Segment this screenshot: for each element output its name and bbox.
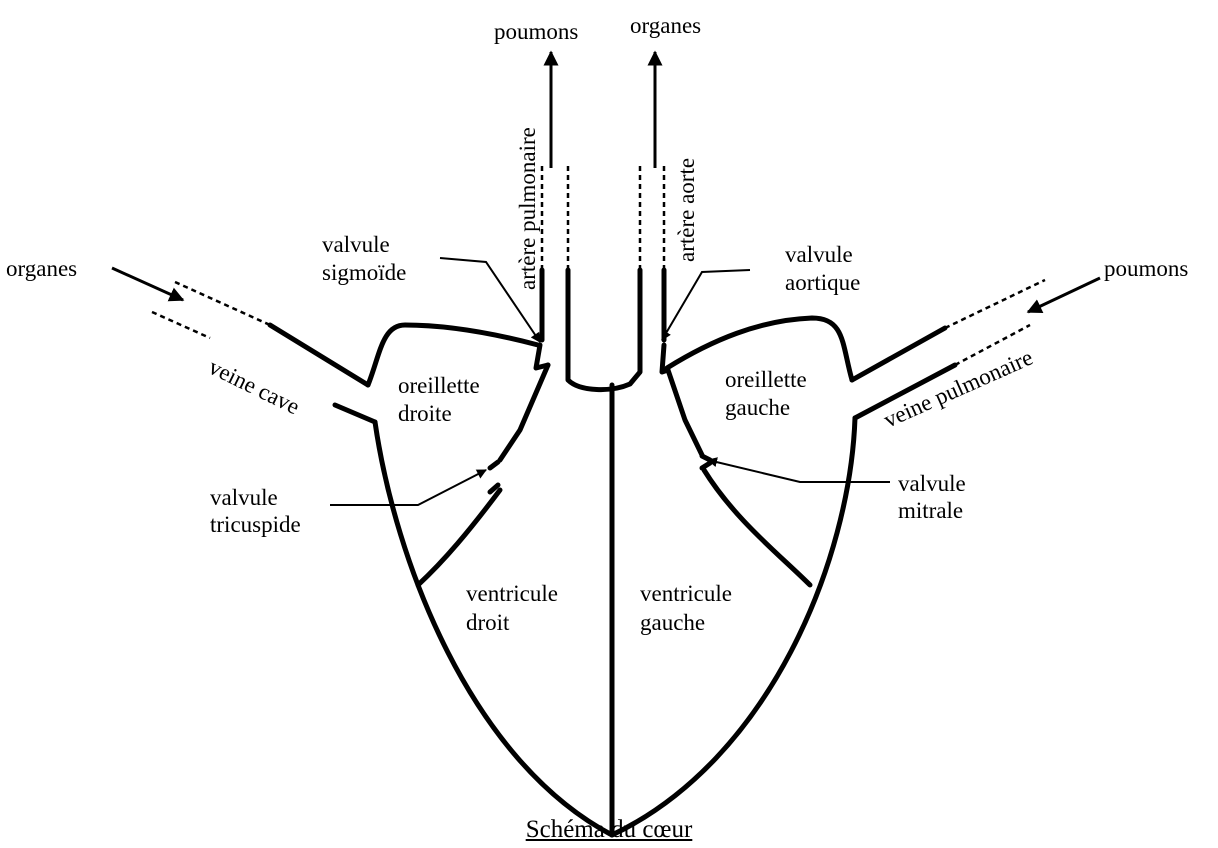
tricuspid-valve-flaps: [490, 462, 498, 492]
label-organes-top: organes: [630, 13, 701, 38]
vena-cava-upper: [270, 325, 368, 385]
left-ventricle-inner-wall: [704, 470, 810, 585]
label-ventricule-droit-1: ventricule: [466, 581, 558, 606]
diagram-caption: Schéma du cœur: [0, 816, 1218, 844]
label-valvule-aortique-2: aortique: [785, 270, 860, 295]
arrow-from-organs: [112, 268, 183, 300]
right-ventricle-inner-wall: [418, 490, 500, 585]
label-valvule-mitrale-1: valvule: [898, 471, 966, 496]
vena-cava-dash-lower: [152, 312, 210, 338]
pulmonary-vein-dash-upper: [945, 280, 1045, 328]
leader-tricuspid-valve: [330, 470, 486, 505]
label-poumons-top: poumons: [494, 19, 578, 44]
label-valvule-aortique-1: valvule: [785, 242, 853, 267]
left-atrium-inner-wall: [668, 370, 702, 455]
label-oreillette-droite-1: oreillette: [398, 373, 480, 398]
label-organes-left: organes: [6, 256, 77, 281]
leader-aortic-valve: [662, 270, 750, 340]
label-valvule-sigmoide-1: valvule: [322, 232, 390, 257]
right-atrium-inner-wall: [500, 365, 548, 460]
label-veine-cave: veine cave: [205, 354, 304, 419]
pulmonary-vein-upper: [852, 328, 945, 380]
label-oreillette-droite-2: droite: [398, 401, 452, 426]
label-ventricule-droit-2: droit: [466, 610, 510, 635]
label-oreillette-gauche-1: oreillette: [725, 367, 807, 392]
label-ventricule-gauche-2: gauche: [640, 610, 705, 635]
label-veine-pulmonaire: veine pulmonaire: [880, 345, 1037, 433]
label-valvule-mitrale-2: mitrale: [898, 498, 963, 523]
sigmoid-valve-flap: [536, 345, 548, 368]
pulmonary-artery-base: [568, 270, 640, 390]
label-valvule-sigmoide-2: sigmoïde: [322, 260, 406, 285]
leader-mitral-valve: [708, 460, 890, 482]
vena-cava-dash-upper: [175, 282, 270, 325]
label-artere-pulmonaire: artère pulmonaire: [515, 127, 540, 290]
label-oreillette-gauche-2: gauche: [725, 395, 790, 420]
label-ventricule-gauche-1: ventricule: [640, 581, 732, 606]
mitral-valve-flaps: [702, 456, 710, 468]
label-valvule-tricuspide-2: tricuspide: [210, 512, 301, 537]
label-valvule-tricuspide-1: valvule: [210, 485, 278, 510]
label-poumons-right: poumons: [1104, 256, 1188, 281]
vena-cava-lower: [335, 405, 375, 422]
label-artere-aorte: artère aorte: [674, 158, 699, 262]
